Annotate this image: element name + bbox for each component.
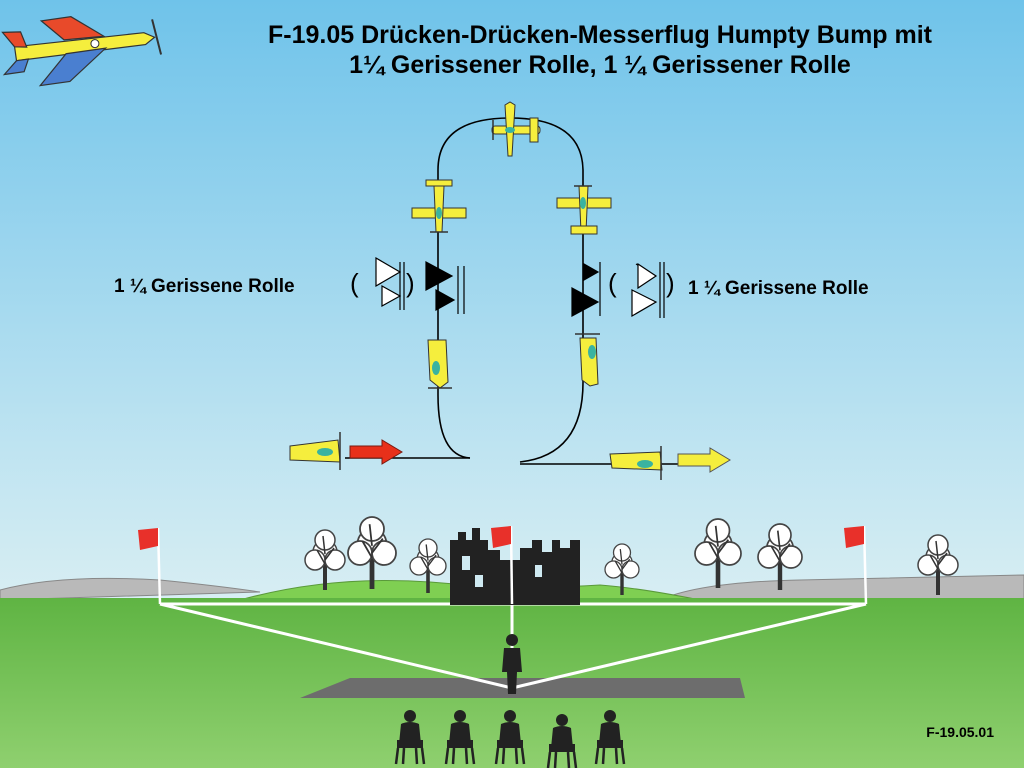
plane-top-icon <box>491 101 541 157</box>
left-roll-label: 1 ¼ Gerissene Rolle <box>114 276 295 297</box>
snap-roll-triangle-icon <box>375 256 465 314</box>
bracket-open: ( <box>350 268 359 298</box>
figure-code: F-19.05.01 <box>926 724 994 740</box>
plane-right-lower-icon <box>575 333 600 387</box>
runway <box>300 678 745 698</box>
judging-line-left <box>159 602 513 690</box>
flag-icon <box>844 525 868 605</box>
flag-icon <box>491 525 514 605</box>
right-roll-label: 1 ¼ Gerissene Rolle <box>688 278 869 299</box>
pilot-silhouette-icon <box>502 634 522 694</box>
entry-arrow-icon <box>349 439 403 465</box>
plane-left-lower-icon <box>427 339 452 389</box>
hill-right <box>659 574 1024 601</box>
snap-roll-triangle-icon <box>571 262 665 318</box>
bracket-close: ) <box>406 268 415 298</box>
plane-right-upper-icon <box>556 185 612 235</box>
plane-exit-icon <box>609 446 663 480</box>
page-title: F-19.05 Drücken-Drücken-Messerflug Humpt… <box>180 20 1020 80</box>
exit-arrow-icon <box>677 447 731 473</box>
plane-left-upper-icon <box>411 179 467 233</box>
sky <box>0 0 1024 600</box>
aerobatic-plane-logo <box>1 16 163 87</box>
plane-entry-icon <box>289 432 341 470</box>
bracket-close: ) <box>666 268 675 298</box>
castle-ruin-icon <box>450 528 580 605</box>
judging-line-right <box>511 602 867 690</box>
title-line-1: F-19.05 Drücken-Drücken-Messerflug Humpt… <box>267 21 933 49</box>
title-line-2: 1¼ Gerissener Rolle, 1 ¼ Gerissener Roll… <box>349 51 851 79</box>
flag-icon <box>138 527 162 605</box>
bracket-open: ( <box>608 268 617 298</box>
